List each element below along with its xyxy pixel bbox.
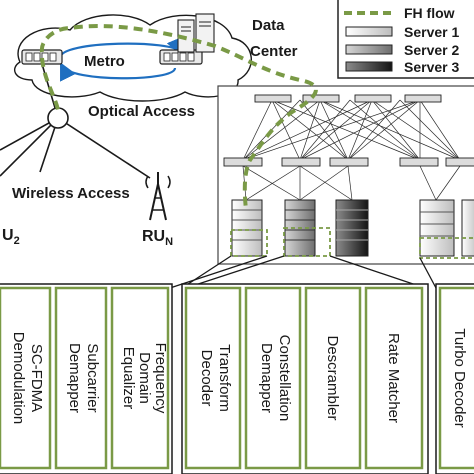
data-center-server-icon (177, 13, 215, 53)
data-center-label-2: Center (250, 43, 298, 60)
function-block-6: Descrambler (304, 286, 362, 470)
legend-server3-label: Server 3 (404, 59, 459, 75)
legend: FH flow Server 1 Server 2 Server 3 (337, 0, 474, 79)
selected-server-box-2 (283, 227, 331, 257)
fh-flow-path-left (40, 57, 60, 111)
server-rack-3 (335, 199, 369, 257)
run-label: RUN (142, 228, 173, 248)
ru2-label: U2 (2, 227, 20, 247)
legend-server2-label: Server 2 (404, 42, 459, 58)
expansion-lines (169, 255, 437, 289)
function-block-7-label: Rate Matcher (385, 333, 402, 423)
fabric-mesh-links (242, 99, 461, 201)
server-rack-5 (461, 199, 474, 257)
selected-server-box-1 (230, 229, 268, 257)
metro-label: Metro (84, 53, 125, 70)
legend-server1-swatch (345, 26, 393, 37)
function-block-2: SubcarrierDemapper (54, 286, 108, 470)
server-rack-4 (419, 199, 455, 257)
fh-flow-path (39, 24, 318, 211)
optical-splitter-node (47, 107, 69, 129)
metro-switch-right-icon (159, 49, 203, 65)
metro-ring (58, 36, 183, 82)
function-block-6-label: Descrambler (324, 335, 341, 420)
function-block-8: Turbo Decoder (438, 286, 474, 470)
function-block-5-label: ConstellationDemapper (258, 335, 293, 422)
legend-server1-label: Server 1 (404, 24, 459, 40)
function-block-4-label: TransformDecoder (198, 344, 233, 412)
function-block-3: FrequencyDomainEqualizer (110, 286, 170, 470)
function-block-5: ConstellationDemapper (244, 286, 302, 470)
wireless-access-label: Wireless Access (12, 185, 130, 202)
legend-fh-flow-label: FH flow (404, 5, 455, 21)
function-block-7: Rate Matcher (364, 286, 424, 470)
optical-access-label: Optical Access (88, 103, 195, 120)
function-block-4: TransformDecoder (184, 286, 242, 470)
selected-server-box-3 (419, 237, 474, 259)
function-block-1-label: SC-FDMADemodulation (10, 332, 45, 425)
antenna-tower-icon (145, 172, 171, 221)
aggregation-switch-row (223, 157, 474, 167)
function-block-2-label: SubcarrierDemapper (66, 343, 101, 413)
function-block-3-label: FrequencyDomainEqualizer (120, 343, 169, 414)
data-center-label-1: Data (252, 17, 285, 34)
function-block-1: SC-FDMADemodulation (0, 286, 52, 470)
metro-switch-left-icon (21, 49, 63, 65)
server-rack-1 (231, 199, 263, 257)
legend-server2-swatch (345, 44, 393, 55)
legend-server3-swatch (345, 61, 393, 72)
function-block-8-label: Turbo Decoder (451, 328, 468, 428)
core-switch-row (254, 94, 442, 103)
